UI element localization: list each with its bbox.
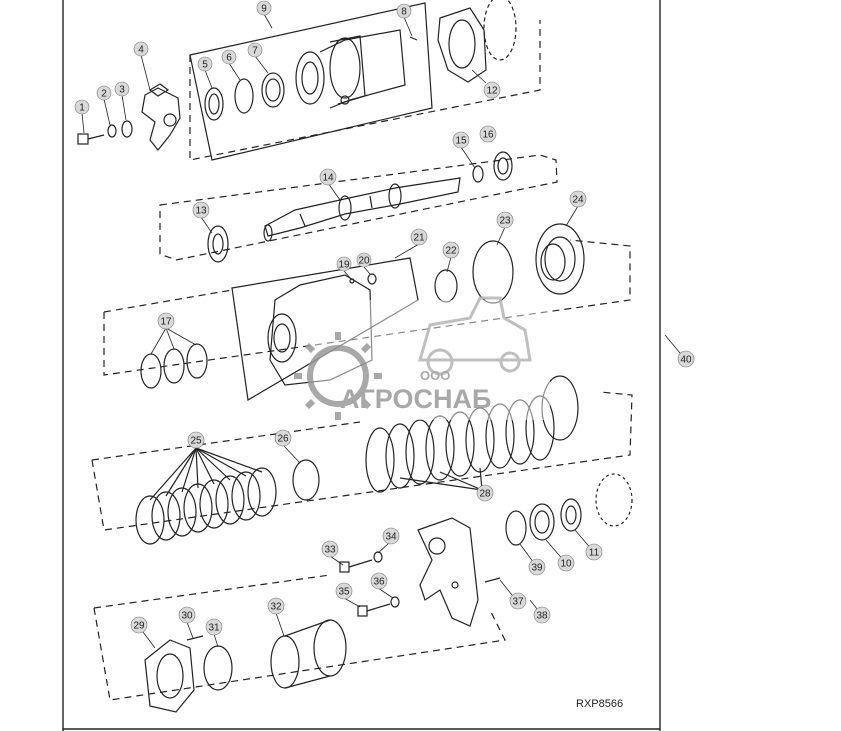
callout-2: 2 bbox=[96, 85, 112, 101]
row5-support-bearings bbox=[339, 473, 633, 627]
svg-text:24: 24 bbox=[572, 195, 584, 206]
callout-7: 7 bbox=[247, 42, 263, 58]
callout-8: 8 bbox=[396, 3, 412, 19]
reference-code: RXP8566 bbox=[576, 698, 623, 710]
svg-text:31: 31 bbox=[208, 623, 220, 634]
callout-1: 1 bbox=[74, 99, 90, 115]
svg-text:33: 33 bbox=[324, 545, 336, 556]
callout-28: 28 bbox=[476, 484, 494, 502]
callout-10: 10 bbox=[557, 554, 575, 572]
svg-text:30: 30 bbox=[181, 611, 193, 622]
callout-16: 16 bbox=[479, 125, 497, 143]
svg-text:7: 7 bbox=[252, 46, 258, 57]
svg-text:20: 20 bbox=[358, 256, 370, 267]
callout-40: 40 bbox=[677, 350, 695, 368]
callout-24: 24 bbox=[569, 190, 587, 208]
callout-30: 30 bbox=[178, 606, 196, 624]
callout-25: 25 bbox=[187, 431, 205, 449]
svg-text:34: 34 bbox=[385, 532, 397, 543]
callout-21: 21 bbox=[410, 228, 428, 246]
svg-text:38: 38 bbox=[536, 611, 548, 622]
svg-text:40: 40 bbox=[680, 355, 692, 366]
svg-text:23: 23 bbox=[499, 216, 511, 227]
callout-11: 11 bbox=[585, 543, 603, 561]
row4-springs-discs bbox=[91, 375, 633, 545]
svg-text:35: 35 bbox=[338, 587, 350, 598]
svg-text:10: 10 bbox=[560, 559, 572, 570]
row1-yoke-housing bbox=[77, 0, 541, 161]
watermark-brand: АГРОСНАБ bbox=[340, 384, 491, 414]
svg-text:28: 28 bbox=[479, 489, 491, 500]
page-frame bbox=[62, 0, 661, 731]
callout-12: 12 bbox=[483, 81, 501, 99]
callout-36: 36 bbox=[370, 572, 388, 590]
svg-text:22: 22 bbox=[445, 246, 457, 257]
svg-text:26: 26 bbox=[277, 434, 289, 445]
callout-34: 34 bbox=[382, 527, 400, 545]
row2-shaft bbox=[159, 151, 558, 263]
svg-text:25: 25 bbox=[190, 436, 202, 447]
callout-20: 20 bbox=[356, 252, 372, 268]
svg-text:19: 19 bbox=[338, 260, 350, 271]
callout-26: 26 bbox=[274, 429, 292, 447]
callout-19: 19 bbox=[336, 256, 352, 272]
callout-31: 31 bbox=[205, 618, 223, 636]
callout-15: 15 bbox=[452, 131, 470, 149]
callout-38: 38 bbox=[533, 606, 551, 624]
callout-33: 33 bbox=[321, 540, 339, 558]
svg-text:3: 3 bbox=[119, 85, 125, 96]
callout-3: 3 bbox=[114, 81, 130, 97]
svg-text:9: 9 bbox=[261, 4, 267, 15]
watermark-gear-icon bbox=[294, 332, 382, 420]
svg-text:12: 12 bbox=[486, 86, 498, 97]
svg-text:32: 32 bbox=[270, 602, 282, 613]
svg-text:5: 5 bbox=[202, 60, 208, 71]
callout-39: 39 bbox=[528, 558, 546, 576]
svg-text:37: 37 bbox=[512, 597, 524, 608]
svg-text:1: 1 bbox=[79, 103, 85, 114]
callout-37: 37 bbox=[509, 592, 527, 610]
svg-text:15: 15 bbox=[455, 136, 467, 147]
svg-text:21: 21 bbox=[413, 233, 425, 244]
callout-4: 4 bbox=[133, 41, 149, 57]
svg-text:4: 4 bbox=[138, 45, 144, 56]
callout-17: 17 bbox=[157, 312, 175, 330]
svg-text:39: 39 bbox=[531, 563, 543, 574]
callout-35: 35 bbox=[335, 582, 353, 600]
callout-23: 23 bbox=[496, 211, 514, 229]
callout-13: 13 bbox=[192, 201, 210, 219]
svg-text:17: 17 bbox=[160, 317, 172, 328]
svg-text:36: 36 bbox=[373, 577, 385, 588]
row3-clutch-drum bbox=[103, 223, 631, 401]
callout-14: 14 bbox=[319, 168, 337, 186]
svg-text:29: 29 bbox=[133, 621, 145, 632]
watermark-company-form: ООО bbox=[420, 368, 450, 383]
svg-text:11: 11 bbox=[589, 548, 600, 559]
callout-5: 5 bbox=[197, 56, 213, 72]
svg-text:8: 8 bbox=[401, 7, 407, 18]
svg-text:13: 13 bbox=[195, 206, 207, 217]
callout-9: 9 bbox=[256, 0, 272, 16]
svg-text:14: 14 bbox=[322, 173, 334, 184]
callout-6: 6 bbox=[221, 49, 237, 65]
watermark-harvester-icon bbox=[418, 296, 532, 376]
callout-29: 29 bbox=[130, 616, 148, 634]
svg-text:2: 2 bbox=[101, 89, 107, 100]
callout-22: 22 bbox=[442, 241, 460, 259]
svg-text:6: 6 bbox=[226, 53, 232, 64]
row6-cover-gear bbox=[93, 574, 506, 713]
svg-text:16: 16 bbox=[482, 130, 494, 141]
watermark: ООО АГРОСНАБ bbox=[294, 296, 550, 420]
callout-32: 32 bbox=[267, 597, 285, 615]
